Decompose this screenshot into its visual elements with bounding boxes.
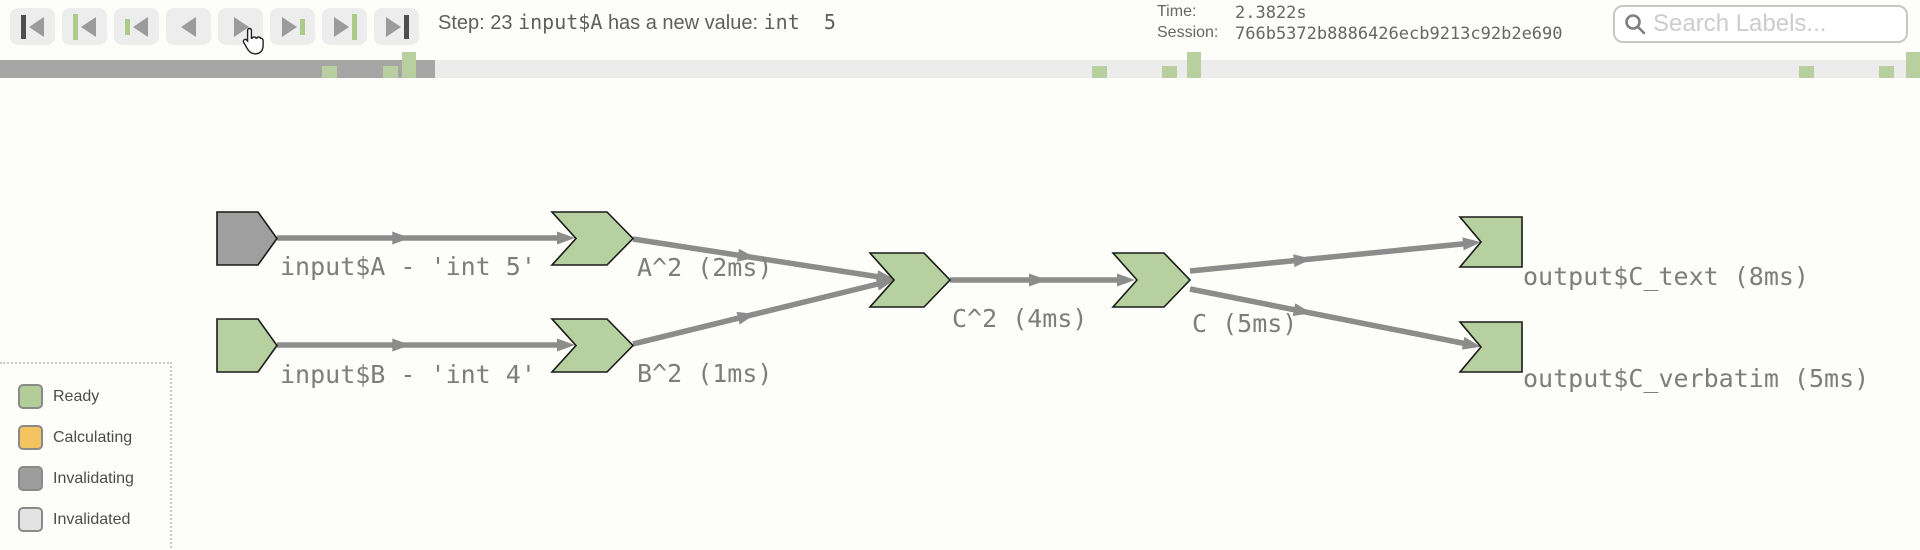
edge-arrowhead [392,338,411,352]
edge-B2-to-C2 [632,279,887,347]
legend-item-invalidating: Invalidating [18,466,134,491]
legend-swatch-calculating [18,425,43,450]
legend-item-invalidated: Invalidated [18,507,130,532]
node-input_B[interactable] [216,318,278,373]
btn-next-marked-step[interactable] [322,8,367,45]
edge-arrowhead [392,231,411,245]
node-input_A[interactable] [216,211,278,266]
node-C[interactable] [1111,252,1192,308]
node-label-B2: B^2 (1ms) [637,359,772,388]
edge-arrowhead [1461,336,1481,350]
to-start-icon [20,14,44,39]
node-label-input_B: input$B - 'int 4' [280,360,536,389]
edge-C-to-out_text [1189,240,1473,274]
step-label: Step: [438,12,485,34]
search-box[interactable] [1613,5,1908,43]
node-A2[interactable] [550,211,635,266]
search-icon [1625,14,1646,35]
time-label: Time: [1157,3,1197,20]
btn-prev-input-step[interactable] [114,8,159,45]
edge-arrowhead [736,311,756,325]
legend-label: Invalidating [53,469,134,487]
step-number: 23 [490,12,513,34]
legend-swatch-invalidated [18,507,43,532]
timeline-mark[interactable] [1879,66,1894,78]
edge-arrowhead [557,338,575,352]
node-out_verbatim[interactable] [1458,321,1523,373]
node-B2[interactable] [550,318,635,373]
playback-toolbar [10,8,419,45]
btn-jump-to-start[interactable] [10,8,55,45]
edge-C-to-out_verbatim [1189,286,1473,348]
edge-arrowhead [875,277,895,291]
legend-label: Invalidated [53,510,131,528]
node-label-input_A: input$A - 'int 5' [280,252,536,281]
edge-arrowhead [1117,273,1135,287]
timeline-mark[interactable] [383,66,398,78]
legend-label: Ready [53,387,100,405]
timeline-mark[interactable] [1092,66,1107,78]
node-label-A2: A^2 (2ms) [637,253,772,282]
legend-label: Calculating [53,428,133,446]
edge-arrowhead [1292,303,1312,317]
prev-idle-icon [124,16,148,37]
timeline-mark-major[interactable] [1187,52,1201,78]
legend-swatch-ready [18,384,43,409]
node-label-C: C (5ms) [1192,309,1297,338]
legend-item-calculating: Calculating [18,425,132,450]
timeline-mark[interactable] [322,66,337,78]
edge-arrowhead [1029,273,1047,287]
step-message: has a new value: [607,12,759,34]
step-target: input$A [518,10,603,34]
btn-prev-marked-step[interactable] [62,8,107,45]
status-block: Time: 2.3822s Session: 766b5372b8886426e… [1157,3,1563,44]
btn-step-back[interactable] [166,8,211,45]
node-label-out_text: output$C_text (8ms) [1523,262,1809,291]
node-out_text[interactable] [1458,216,1523,268]
edge-A2-to-C2 [632,236,887,281]
node-label-C2: C^2 (4ms) [952,304,1087,333]
timeline-mark[interactable] [1799,66,1814,78]
search-input[interactable] [1651,9,1906,39]
edge-arrowhead [736,248,756,262]
session-label: Session: [1157,24,1219,41]
legend-item-ready: Ready [18,384,99,409]
timeline-scrubber[interactable] [0,52,1920,78]
edge-arrowhead [1293,254,1312,268]
step-banner: Step: 23 input$A has a new value: int 5 [438,10,836,35]
step-value: int 5 [763,10,836,34]
next-mark-icon [333,13,357,40]
node-label-out_verbatim: output$C_verbatim (5ms) [1523,364,1869,393]
prev-mark-icon [72,13,96,40]
legend-swatch-invalidating [18,466,43,491]
edge-arrowhead [1462,237,1481,251]
btn-jump-to-end[interactable] [374,8,419,45]
timeline-mark-major[interactable] [1906,52,1920,78]
node-C2[interactable] [868,252,952,308]
to-end-icon [385,14,409,39]
back-icon [180,16,196,37]
btn-next-input-step[interactable] [270,8,315,45]
timeline-mark-major[interactable] [402,52,416,78]
timeline-mark[interactable] [1162,66,1177,78]
edge-arrowhead [557,231,575,245]
forward-icon [233,16,249,37]
session-value: 766b5372b8886426ecb9213c92b2e690 [1235,24,1563,44]
time-value: 2.3822s [1235,3,1307,23]
next-idle-icon [281,16,305,37]
